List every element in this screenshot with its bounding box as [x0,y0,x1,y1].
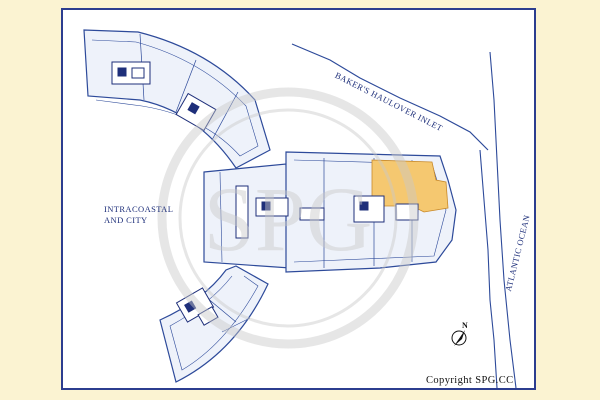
ocean-shoreline-inner [489,51,517,389]
core-upper-1 [111,61,151,85]
core-upper-2 [175,92,217,132]
intracoastal-label-line1: INTRACOASTAL [104,204,174,214]
inlet-shoreline [291,43,489,151]
lower-wing [159,265,269,383]
core-lower [175,287,219,326]
north-arrow-icon [451,330,467,346]
spg-watermark: SPG [157,87,419,349]
core-east [353,195,419,223]
highlighted-unit [371,159,449,213]
lower-wing-inner [169,275,259,371]
copyright-text: Copyright SPG.CC [426,375,514,386]
upper-wing-inner [91,39,259,157]
intracoastal-label: INTRACOASTAL AND CITY [104,204,173,226]
core-center [235,185,325,239]
watermark-text: SPG [204,168,373,270]
north-label: N [462,321,469,330]
intracoastal-label-line2: AND CITY [104,215,148,225]
ocean-shoreline-outer [479,149,498,389]
